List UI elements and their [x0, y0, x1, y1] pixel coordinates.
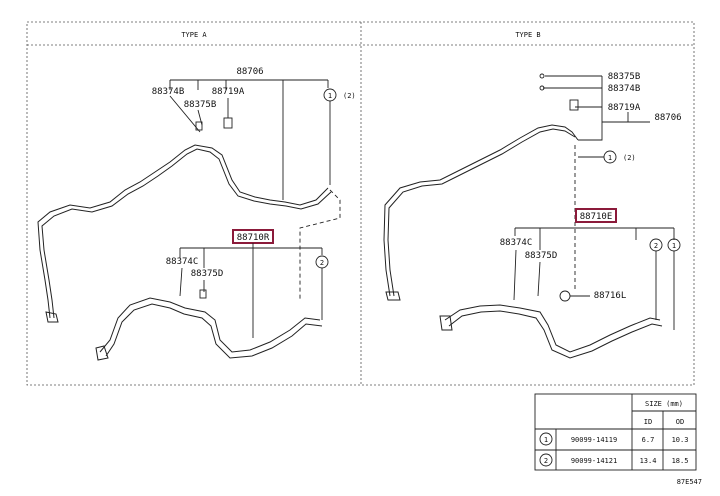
size-row-2-ref: 2 — [544, 457, 548, 465]
size-row-1-part: 90099-14119 — [571, 436, 617, 444]
fitting-a1 — [195, 121, 203, 131]
fitting-b1 — [569, 99, 579, 111]
callout-88710e: 88710E — [580, 212, 613, 222]
callout-88375b-a: 88375B — [184, 100, 217, 110]
callout-88716l-b: 88716L — [594, 291, 627, 301]
type-b-panel: 88375B 88374B 88719A 88706 1 (2) 88710E … — [383, 72, 682, 359]
upper-pipe-a — [37, 144, 329, 319]
ref-1-b-suffix: (2) — [623, 154, 636, 162]
upper-pipe-b — [383, 124, 579, 297]
type-b-header: TYPE B — [515, 31, 540, 39]
callout-88374b-a: 88374B — [152, 87, 185, 97]
ref-2-a-label: 2 — [320, 259, 324, 267]
callout-88719a-b: 88719A — [608, 103, 641, 113]
size-col-od: OD — [676, 418, 684, 426]
size-col-id: ID — [644, 418, 652, 426]
size-row-1-od: 10.3 — [672, 436, 689, 444]
callout-88375d-b: 88375D — [525, 251, 558, 261]
diagram-frame — [26, 21, 695, 386]
size-table-title: SIZE (mm) — [645, 400, 683, 408]
size-row-1-ref: 1 — [544, 436, 548, 444]
callout-88375b-b: 88375B — [608, 72, 641, 82]
size-row-1-ref-circle — [539, 432, 553, 446]
fitting-a2 — [223, 117, 233, 129]
size-row-2-od: 18.5 — [672, 457, 689, 465]
type-a-panel: 88706 88374B 88375B 88719A 1 (2) 88710R … — [37, 67, 356, 361]
callout-88375d-a: 88375D — [191, 269, 224, 279]
callout-88374c-a: 88374C — [166, 257, 199, 267]
size-row-2-part: 90099-14121 — [571, 457, 617, 465]
callout-88710r: 88710R — [237, 233, 270, 243]
ref-1-b-label: 1 — [608, 154, 612, 162]
callout-88706-a: 88706 — [236, 67, 263, 77]
lower-pipe-a — [99, 297, 321, 353]
ref-1b-b-label: 1 — [672, 242, 676, 250]
ref-2-b-label: 2 — [654, 242, 658, 250]
size-row-2-id: 13.4 — [640, 457, 657, 465]
callout-88374c-b: 88374C — [500, 238, 533, 248]
type-a-header: TYPE A — [181, 31, 207, 39]
callout-88706-b: 88706 — [654, 113, 681, 123]
callout-88719a-a: 88719A — [212, 87, 245, 97]
callout-box-88710e — [575, 208, 617, 223]
size-table: SIZE (mm) ID OD 1 90099-14119 6.7 10.3 2… — [534, 393, 697, 471]
figure-code: 87E547 — [677, 478, 702, 486]
fitting-a3 — [199, 289, 207, 299]
lower-pipe-b — [444, 304, 661, 353]
callout-88374b-b: 88374B — [608, 84, 641, 94]
ref-1-a-label: 1 — [328, 92, 332, 100]
size-row-2-ref-circle — [539, 453, 553, 467]
fitting-b2 — [559, 290, 571, 302]
size-row-1-id: 6.7 — [642, 436, 655, 444]
ref-1-a-suffix: (2) — [343, 92, 356, 100]
